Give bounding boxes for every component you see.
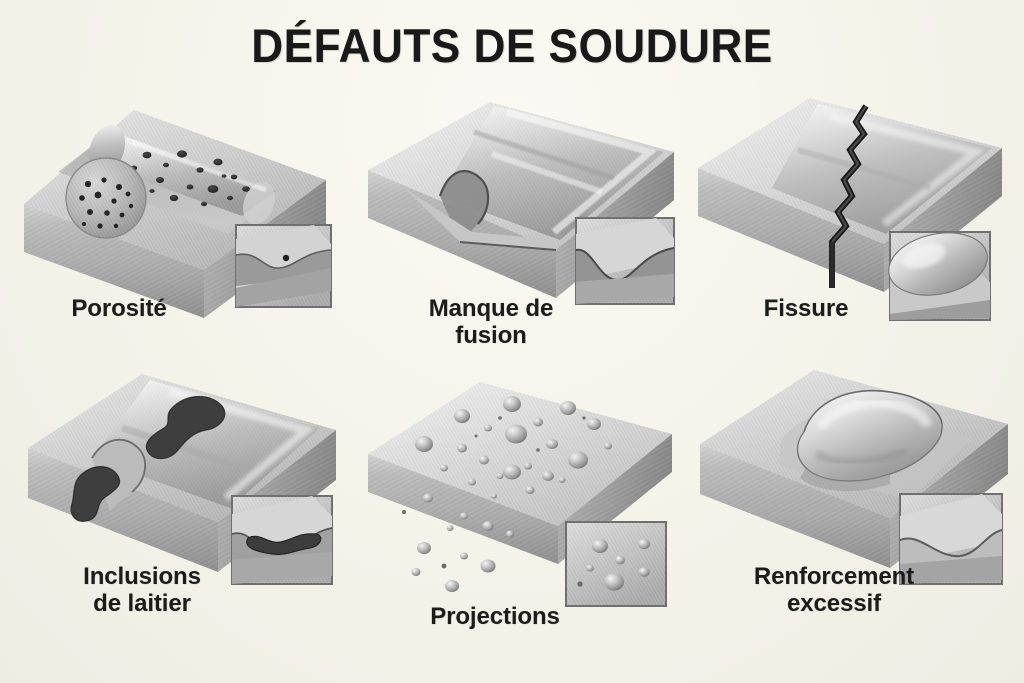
spatter-droplets-fallen (411, 542, 496, 592)
weld-bead-slag (91, 380, 320, 510)
caption-manque-de-fusion: Manque de fusion (428, 295, 554, 349)
figure-renforcement-excessif (700, 370, 1008, 585)
weld-bead-fissure (772, 104, 992, 234)
slag-inclusions (71, 396, 225, 522)
inset-detail-projections (565, 521, 667, 607)
weld-bead-excessive-reinforcement (796, 389, 943, 482)
figure-projections (368, 382, 672, 607)
figure-fissure (698, 98, 1002, 321)
inset-detail-fissure (888, 231, 991, 321)
caption-inclusions-de-laitier: Inclusions de laitier (83, 563, 201, 617)
panel-fissure[interactable]: Fissure (680, 92, 1020, 352)
inset-detail-manque-de-fusion (575, 217, 675, 305)
panel-manque-de-fusion[interactable]: Manque de fusion (344, 92, 684, 372)
panel-inclusions-de-laitier[interactable]: Inclusions de laitier (14, 366, 354, 656)
figure-inclusions-de-laitier (28, 374, 336, 585)
inset-detail-renforcement (899, 493, 1003, 585)
caption-renforcement-excessif: Renforcement excessif (753, 563, 915, 617)
panel-renforcement-excessif[interactable]: Renforcement excessif (684, 366, 1024, 656)
weld-bead-lack-of-fusion (440, 106, 664, 240)
caption-projections: Projections (430, 603, 560, 630)
panel-projections[interactable]: Projections (352, 376, 692, 656)
inset-detail-inclusions (231, 495, 333, 585)
crack-line (829, 104, 869, 288)
porosity-pores (130, 150, 250, 207)
inset-detail-porosite (235, 224, 332, 308)
weld-cross-section-porosity (65, 157, 147, 239)
page-title: DÉFAUTS DE SOUDURE (251, 19, 773, 72)
lack-of-fusion-notch (404, 170, 557, 251)
spatter-droplets-front (402, 493, 514, 538)
caption-porosite: Porosité (71, 295, 167, 322)
figure-porosite (24, 110, 332, 318)
caption-fissure: Fissure (763, 295, 849, 322)
figure-manque-de-fusion (368, 102, 675, 305)
panel-porosite[interactable]: Porosité (14, 92, 344, 352)
spatter-droplets (415, 396, 612, 499)
